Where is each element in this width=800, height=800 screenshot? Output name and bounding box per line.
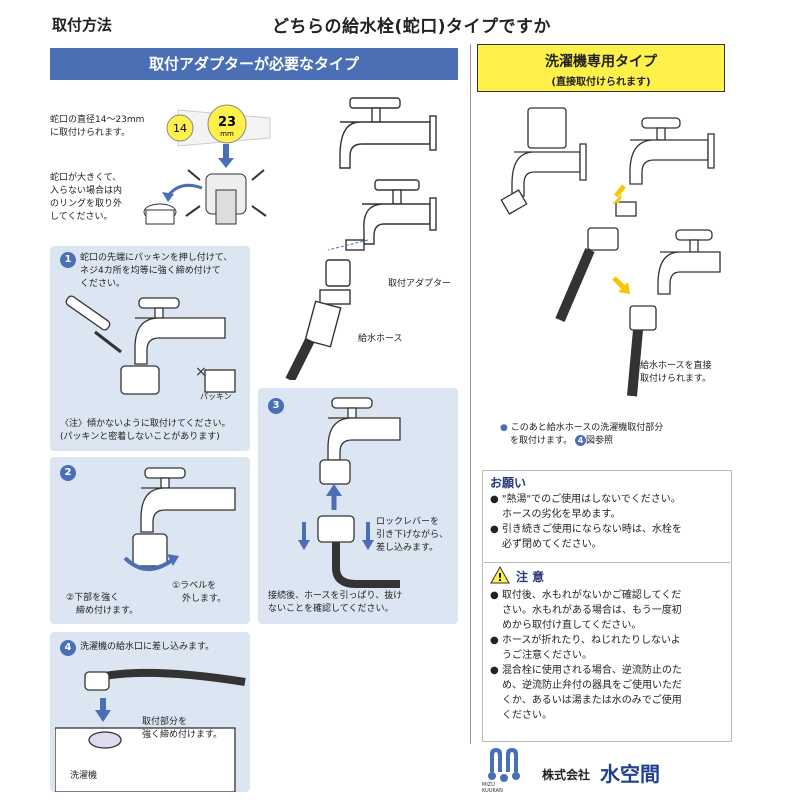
svg-text:×: ×: [195, 364, 207, 380]
request-heading: お願い: [490, 476, 527, 490]
step-1-note: 〈注〉傾かないように取付けてください。 (パッキンと密着しないことがあります): [60, 419, 231, 442]
washer-label: 洗濯機: [70, 771, 98, 781]
step-4-illustration: [55, 668, 246, 792]
svg-text:!: !: [497, 571, 502, 584]
washer-type-subtitle: (直接取付けられます): [551, 77, 651, 88]
request-item: ● 引き続きご使用にならない時は、水栓を必ず閉めてください。: [490, 524, 682, 550]
washer-type-title: 洗濯機専用タイプ: [545, 54, 657, 70]
step-3-confirm: 接続後、ホースを引っぱり、抜け ないことを確認してください。: [268, 591, 403, 614]
step-3-number: 3: [268, 398, 284, 414]
step-2-number: 2: [60, 465, 76, 481]
adapter-illustration: [143, 144, 267, 225]
adapter-type-band: 取付アダプターが必要なタイプ: [50, 48, 458, 80]
step-3-illustration: [298, 397, 401, 588]
notice-divider: [484, 562, 730, 563]
company-logo-icon: [488, 748, 520, 782]
ring-removal-note: 蛇口が大きくて、 入らない場合は内 のリングを取り外 してください。: [50, 173, 123, 222]
packing-label: パッキン: [200, 392, 232, 401]
step-1-instruction: 蛇口の先端にパッキンを押し付けて、 ネジ4カ所を均等に強く締め付けて ください。: [80, 253, 233, 289]
step-2-illustration: [123, 467, 236, 571]
request-item: ● "熱湯"でのご使用はしないでください。ホースの劣化を早めます。: [490, 494, 681, 520]
step-4-tighten: 取付部分を 強く締め付けます。: [142, 717, 223, 740]
caution-list: ● 取付後、水もれがないかご確認してください。水もれがある場合は、もう一度初めか…: [490, 588, 730, 723]
faucet-assembly-illustration: [285, 97, 437, 380]
diameter-text: 蛇口の直径14〜23mm に取付けられます。: [50, 115, 145, 138]
column-divider: [470, 44, 471, 744]
request-list: ● "熱湯"でのご使用はしないでください。ホースの劣化を早めます。 ● 引き続き…: [490, 492, 730, 552]
adapter-label: 取付アダプター: [388, 279, 452, 289]
caution-item: ● 取付後、水もれがないかご確認してください。水もれがある場合は、もう一度初めか…: [490, 590, 682, 631]
notice-panel: [482, 470, 732, 742]
step-ref-badge: 4: [574, 435, 586, 446]
diameter-range-icon: 14 23 mm: [166, 104, 271, 147]
company-prefix: 株式会社: [542, 768, 591, 782]
step-4-number: 4: [60, 640, 76, 656]
company-name: 水空間: [600, 762, 660, 786]
step-1-number: 1: [60, 252, 76, 268]
step-3-instruction: ロックレバーを 引き下げながら、 差し込みます。: [376, 517, 449, 553]
warning-icon: !: [490, 566, 510, 584]
caution-item: ● 混合栓に使用される場合、逆流防止のため、逆流防止弁付の器具をご使用いただくか…: [490, 665, 682, 721]
hose-label: 給水ホース: [358, 334, 403, 344]
logo-small-text: MIZU KUUKAN: [482, 782, 503, 794]
section-title: 取付方法: [52, 16, 113, 34]
caution-item: ● ホースが折れたり、ねじれたりしないようご注意ください。: [490, 635, 681, 661]
page-title: どちらの給水栓(蛇口)タイプですか: [272, 17, 552, 37]
step-2-tighten: ②下部を強く 締め付けます。: [66, 593, 139, 616]
step-4-instruction: 洗濯機の給水口に差し込みます。: [80, 642, 215, 652]
diameter-max: 23: [218, 115, 236, 130]
step-2-label-removal: ①ラベルを 外します。: [172, 581, 227, 604]
step-1-panel: [50, 246, 250, 451]
washer-faucet-illustration: [500, 107, 721, 397]
direct-attach-label: 給水ホースを直接 取付けられます。: [640, 361, 712, 384]
diameter-min: 14: [173, 122, 187, 135]
step-1-illustration: ×: [65, 295, 236, 395]
diameter-unit: mm: [220, 130, 234, 138]
washer-type-box: 洗濯機専用タイプ (直接取付けられます): [477, 44, 725, 92]
caution-heading: 注 意: [516, 570, 545, 584]
